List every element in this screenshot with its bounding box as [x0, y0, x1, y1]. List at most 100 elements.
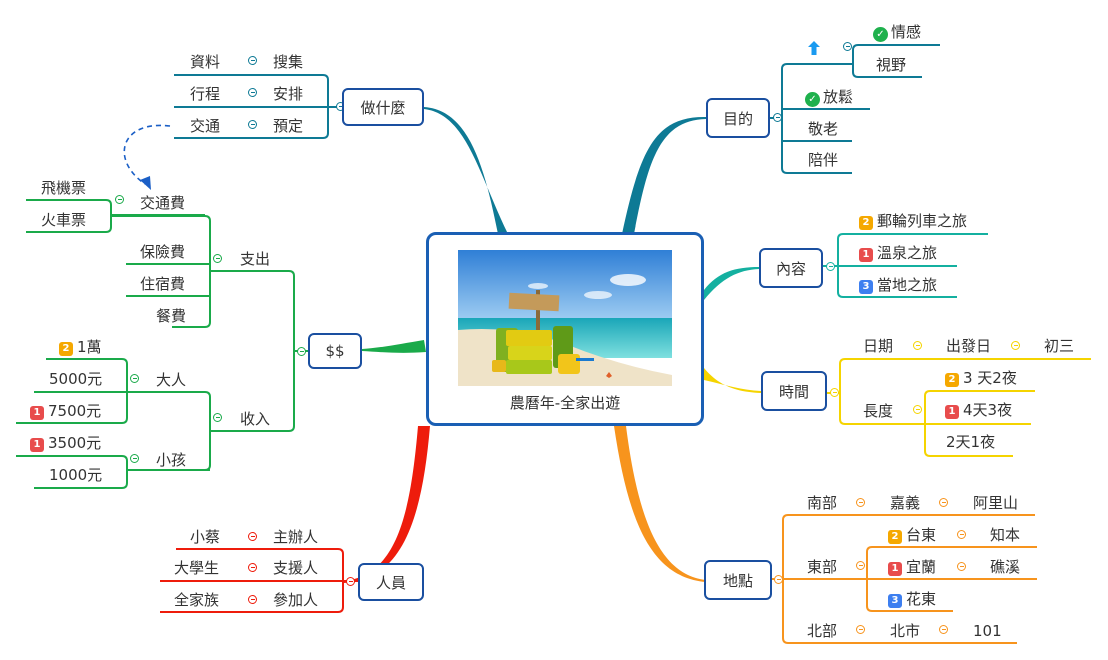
topic-money-label: $$	[325, 342, 345, 360]
subtopic-respect-elders[interactable]: 敬老	[808, 120, 839, 138]
collapse-toggle-support[interactable]	[248, 563, 257, 572]
topic-place[interactable]: 地點	[704, 560, 772, 600]
priority-3-icon: 3	[888, 594, 902, 608]
collapse-toggle-length[interactable]	[913, 405, 922, 414]
topic-place-label: 地點	[722, 571, 753, 590]
collapse-toggle-yilan[interactable]	[957, 562, 966, 571]
priority-1-icon: 1	[888, 562, 902, 576]
collapse-toggle-content[interactable]	[826, 262, 835, 271]
subtopic-adult[interactable]: 大人	[156, 371, 187, 389]
collapse-toggle-east[interactable]	[856, 561, 865, 570]
collapse-toggle-resource[interactable]	[248, 56, 257, 65]
collapse-toggle-date[interactable]	[913, 341, 922, 350]
collapse-toggle-organizer[interactable]	[248, 532, 257, 541]
subtopic-chiayi[interactable]: 嘉義	[890, 494, 921, 512]
collapse-toggle-family[interactable]	[248, 595, 257, 604]
collapse-toggle-schedule[interactable]	[248, 88, 257, 97]
subtopic-third-day[interactable]: 初三	[1044, 337, 1075, 355]
subtopic-organizer[interactable]: 主辦人	[273, 528, 319, 546]
priority-1-icon: 1	[30, 406, 44, 420]
subtopic-train-ticket[interactable]: 火車票	[41, 211, 87, 229]
beach-luggage-image	[458, 250, 672, 386]
subtopic-north[interactable]: 北部	[807, 622, 838, 640]
subtopic-emotion[interactable]: ✓情感	[873, 23, 921, 42]
collapse-toggle-chiayi[interactable]	[939, 498, 948, 507]
topic-content[interactable]: 內容	[759, 248, 823, 288]
collapse-toggle-place[interactable]	[774, 575, 783, 584]
subtopic-child[interactable]: 小孩	[156, 451, 187, 469]
subtopic-participant[interactable]: 參加人	[273, 591, 319, 609]
subtopic-jiaoxi[interactable]: 礁溪	[990, 558, 1021, 576]
collapse-toggle-child[interactable]	[130, 454, 139, 463]
subtopic-2d1n[interactable]: 2天1夜	[946, 433, 996, 451]
subtopic-relax[interactable]: ✓放鬆	[805, 88, 853, 107]
collapse-toggle-income[interactable]	[213, 413, 222, 422]
subtopic-plane-ticket[interactable]: 飛機票	[41, 179, 87, 197]
subtopic-student[interactable]: 大學生	[174, 559, 220, 577]
subtopic-alishan[interactable]: 阿里山	[973, 494, 1019, 512]
central-topic[interactable]: 農曆年-全家出遊	[426, 232, 704, 426]
collapse-toggle-purpose[interactable]	[773, 113, 782, 122]
topic-people[interactable]: 人員	[358, 563, 424, 601]
collapse-toggle-taitung[interactable]	[957, 530, 966, 539]
subtopic-transport-fee[interactable]: 交通費	[140, 194, 186, 212]
subtopic-lodging[interactable]: 住宿費	[140, 275, 186, 293]
subtopic-resource[interactable]: 資料	[190, 53, 221, 71]
subtopic-101[interactable]: 101	[973, 622, 1002, 640]
topic-money[interactable]: $$	[308, 333, 362, 369]
collapse-toggle-transport-fee[interactable]	[115, 195, 124, 204]
subtopic-zhiben[interactable]: 知本	[990, 526, 1021, 544]
subtopic-tsai[interactable]: 小蔡	[190, 528, 221, 546]
collapse-toggle-purpose-first[interactable]	[843, 42, 852, 51]
subtopic-south[interactable]: 南部	[807, 494, 838, 512]
collapse-toggle-adult[interactable]	[130, 374, 139, 383]
subtopic-east[interactable]: 東部	[807, 558, 838, 576]
subtopic-meals[interactable]: 餐費	[156, 307, 187, 325]
priority-2-icon: 2	[859, 216, 873, 230]
collapse-toggle-expense[interactable]	[213, 254, 222, 263]
subtopic-transport[interactable]: 交通	[190, 117, 221, 135]
subtopic-schedule[interactable]: 行程	[190, 85, 221, 103]
subtopic-child-1000[interactable]: 1000元	[49, 466, 103, 484]
subtopic-taipei[interactable]: 北市	[890, 622, 921, 640]
collapse-toggle-transport[interactable]	[248, 120, 257, 129]
topic-what[interactable]: 做什麼	[342, 88, 424, 126]
subtopic-income[interactable]: 收入	[240, 410, 271, 428]
priority-1-icon: 1	[945, 405, 959, 419]
subtopic-departure-day[interactable]: 出發日	[946, 337, 992, 355]
topic-time[interactable]: 時間	[761, 371, 827, 411]
subtopic-supporter[interactable]: 支援人	[273, 559, 319, 577]
topic-purpose[interactable]: 目的	[706, 98, 770, 138]
subtopic-insurance[interactable]: 保險費	[140, 243, 186, 261]
subtopic-companionship[interactable]: 陪伴	[808, 151, 839, 169]
subtopic-family[interactable]: 全家族	[174, 591, 220, 609]
collapse-toggle-money[interactable]	[297, 347, 306, 356]
priority-1-icon: 1	[859, 248, 873, 262]
collapse-toggle-time[interactable]	[830, 388, 839, 397]
collapse-toggle-taipei[interactable]	[939, 625, 948, 634]
collapse-toggle-people[interactable]	[346, 577, 355, 586]
collapse-toggle-south[interactable]	[856, 498, 865, 507]
check-icon: ✓	[873, 27, 888, 42]
subtopic-adult-5000[interactable]: 5000元	[49, 370, 103, 388]
subtopic-length[interactable]: 長度	[863, 402, 894, 420]
collapse-toggle-departure[interactable]	[1011, 341, 1020, 350]
subtopic-booking[interactable]: 預定	[273, 117, 304, 135]
subtopic-expense[interactable]: 支出	[240, 250, 271, 268]
subtopic-vision[interactable]: 視野	[876, 56, 907, 74]
subtopic-collect[interactable]: 搜集	[273, 53, 304, 71]
collapse-toggle-north[interactable]	[856, 625, 865, 634]
subtopic-date[interactable]: 日期	[863, 337, 894, 355]
subtopic-arrange[interactable]: 安排	[273, 85, 304, 103]
